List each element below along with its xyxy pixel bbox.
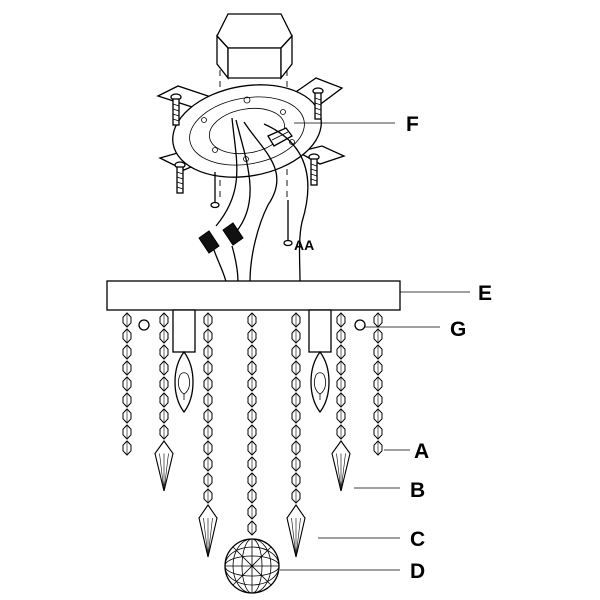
wire-connectors xyxy=(198,222,244,254)
hook-holes xyxy=(138,319,366,331)
pendant-facet xyxy=(163,453,169,492)
pendant-facet xyxy=(340,453,346,492)
pendant-facet xyxy=(203,517,209,558)
label-aa: AA xyxy=(294,237,314,253)
candle-socket-right xyxy=(308,309,332,414)
label-e: E xyxy=(478,282,492,305)
pendant-facet xyxy=(291,517,297,558)
candle-socket-left xyxy=(172,309,196,414)
label-c: C xyxy=(410,528,425,551)
label-a: A xyxy=(414,440,429,463)
label-f: F xyxy=(406,113,419,136)
candle-sockets xyxy=(172,309,332,414)
junction-box xyxy=(216,13,293,80)
pendant-facet xyxy=(336,453,342,492)
crossbar-plate xyxy=(172,84,322,178)
canopy-bar xyxy=(106,280,401,311)
screw-bottom-right xyxy=(308,153,320,186)
pendant-facet xyxy=(295,517,301,558)
screw-bottom-left xyxy=(174,161,186,194)
bracket-screws xyxy=(170,87,324,194)
screw-top-right xyxy=(312,87,324,120)
leader-lines xyxy=(280,122,470,571)
pendant-facet xyxy=(207,517,213,558)
label-g: G xyxy=(450,318,466,341)
crystal-ball xyxy=(224,538,280,594)
screw-top-left xyxy=(170,93,182,126)
pendant-facet xyxy=(159,453,165,492)
label-b: B xyxy=(410,479,425,502)
label-d: D xyxy=(410,560,425,583)
crystal-strands xyxy=(122,312,383,558)
canopy-screws xyxy=(210,172,293,247)
